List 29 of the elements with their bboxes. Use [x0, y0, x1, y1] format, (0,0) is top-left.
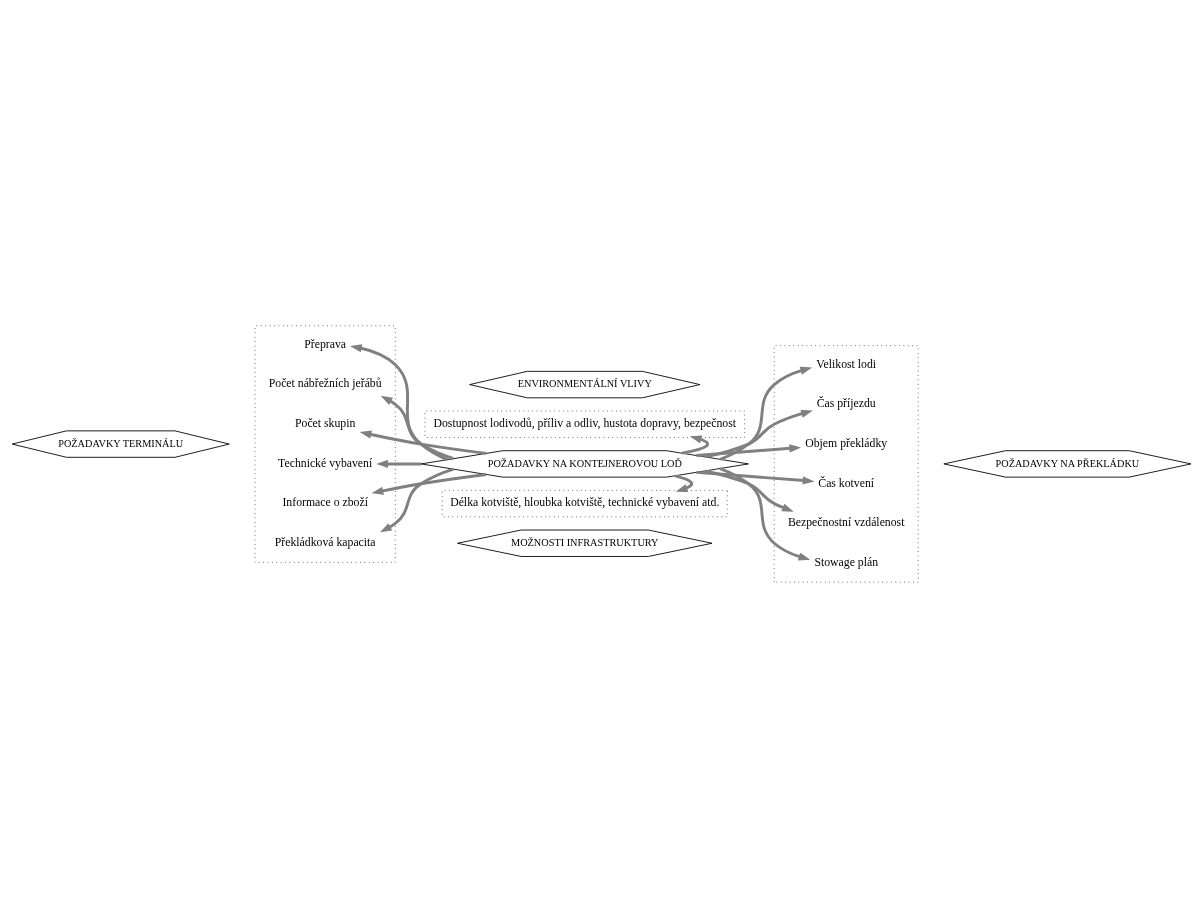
node-text: Technické vybavení: [278, 456, 373, 470]
arrow: [380, 395, 454, 460]
node-text: Informace o zboží: [282, 495, 368, 509]
arrow: [719, 366, 813, 461]
node-text: Počet skupin: [294, 416, 356, 430]
node-text: Stowage plán: [814, 555, 879, 569]
arrow: [719, 466, 811, 561]
arrow: [350, 343, 448, 461]
node-box: Délka kotviště, hloubka kotviště, technické vybavení atd.: [441, 489, 728, 517]
node-text: Bezpečnostní vzdálenost: [787, 515, 905, 529]
arrow: [674, 473, 693, 492]
arrow: [681, 435, 709, 455]
node-text: Počet nábřežních jeřábů: [268, 376, 382, 390]
node-text: Přeprava: [304, 337, 347, 351]
arrow: [696, 470, 815, 485]
node-box: Dostupnost lodivodů, příliv a odliv, hustota dopravy, bezpečnost: [424, 410, 745, 438]
node-text: Překládková kapacita: [274, 535, 376, 549]
node-text: Objem překládky: [805, 436, 888, 450]
node-text: Čas kotvení: [818, 476, 875, 490]
arrow: [359, 429, 487, 455]
arrow: [371, 472, 487, 495]
node-text: Čas příjezdu: [816, 396, 876, 410]
arrow: [704, 409, 813, 458]
cluster: [773, 344, 919, 583]
node-text: Velikost lodi: [816, 357, 877, 371]
arrow: [380, 467, 454, 532]
arrow: [696, 443, 802, 457]
arrow: [704, 469, 794, 512]
arrow: [376, 459, 422, 468]
